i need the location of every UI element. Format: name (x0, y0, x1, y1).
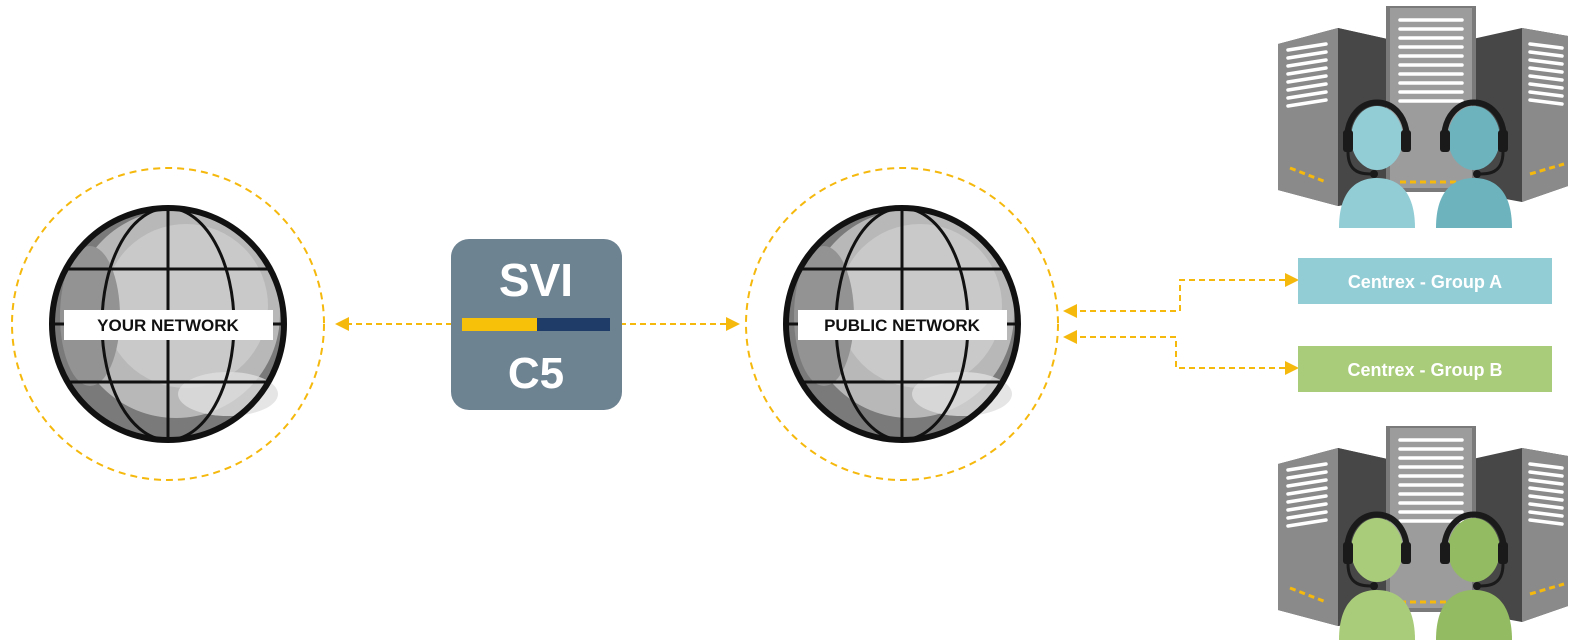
public-network-node: PUBLIC NETWORK (745, 167, 1059, 481)
centrex-group-b: Centrex - Group B (1298, 346, 1552, 392)
group-b-box (1298, 346, 1552, 392)
svi-c5-badge: SVI C5 (451, 239, 622, 410)
badge-bar-blue (537, 318, 610, 331)
your-network-halo (11, 167, 325, 481)
badge-top-label: SVI (499, 254, 573, 306)
connector-arrows (335, 273, 1299, 375)
group-a-server-cluster (1276, 4, 1570, 228)
public-network-halo (745, 167, 1059, 481)
badge-bottom-label: C5 (508, 349, 564, 398)
server-rack-icon (1276, 424, 1570, 628)
group-a-box (1298, 258, 1552, 304)
group-b-server-cluster (1276, 424, 1570, 640)
badge-bar-yellow (462, 318, 538, 331)
your-network-node: YOUR NETWORK (11, 167, 325, 481)
public-network-label-bg (798, 310, 1007, 340)
your-network-label: YOUR NETWORK (97, 316, 239, 335)
your-network-label-bg (64, 310, 273, 340)
group-b-label: Centrex - Group B (1347, 360, 1502, 380)
arrow-to-group-a (1063, 273, 1299, 318)
group-a-label: Centrex - Group A (1348, 272, 1502, 292)
public-network-label: PUBLIC NETWORK (824, 316, 981, 335)
server-rack-icon (1276, 4, 1570, 208)
centrex-group-a: Centrex - Group A (1298, 258, 1552, 304)
arrow-to-group-b (1063, 330, 1299, 375)
